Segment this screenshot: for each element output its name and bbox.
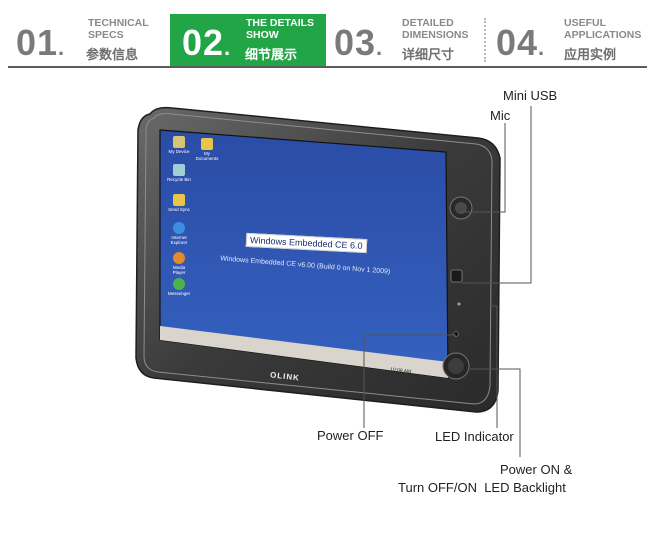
callout-power-on-line2: Turn OFF/ON LED Backlight <box>398 480 566 495</box>
desktop-icon-recycle-bin[interactable]: Recycle Bin <box>166 164 192 182</box>
desktop-icon-messenger[interactable]: Messenger <box>166 278 192 296</box>
icon-label: My Documents <box>195 151 219 161</box>
desktop-icon-send-sync[interactable]: Send Sync <box>166 194 192 212</box>
callout-mini-usb: Mini USB <box>503 88 558 103</box>
callout-power-on-line1: Power ON & <box>500 462 573 477</box>
tab-english-label: DETAILED DIMENSIONS <box>402 17 469 41</box>
tab-technical-specs[interactable]: 01. TECHNICAL SPECS 参数信息 <box>16 14 166 66</box>
desktop-icon-my-documents[interactable]: My Documents <box>194 138 220 161</box>
folder-icon <box>173 194 185 206</box>
desktop-icon-my-device[interactable]: My Device <box>166 136 192 154</box>
messenger-icon <box>173 278 185 290</box>
icon-label: Internet Explorer <box>170 235 188 245</box>
tab-bar: 01. TECHNICAL SPECS 参数信息 02. THE DETAILS… <box>0 0 655 70</box>
icon-label: Send Sync <box>168 207 190 212</box>
tablet-device: My Device My Documents Recycle Bin Send … <box>128 100 518 430</box>
callout-power-off: Power OFF <box>317 428 384 443</box>
tab-separator <box>484 18 486 62</box>
tab-chinese-label: 细节展示 <box>245 48 298 63</box>
tab-bar-underline <box>8 66 647 68</box>
folder-icon <box>201 138 213 150</box>
icon-label: Messenger <box>167 291 191 296</box>
tab-detailed-dimensions[interactable]: 03. DETAILED DIMENSIONS 详细尺寸 <box>334 14 480 66</box>
tab-english-label: USEFUL APPLICATIONS <box>564 17 642 41</box>
internet-explorer-icon <box>173 222 185 234</box>
media-player-icon <box>173 252 185 264</box>
tab-english-label: TECHNICAL SPECS <box>88 17 149 41</box>
tab-number: 02. <box>182 22 232 63</box>
desktop-icon-internet-explorer[interactable]: Internet Explorer <box>166 222 192 245</box>
tab-number: 03. <box>334 22 384 63</box>
tab-chinese-label: 应用实例 <box>564 48 617 63</box>
recycle-bin-icon <box>173 164 185 176</box>
desktop-icon-media-player[interactable]: Media Player <box>166 252 192 275</box>
tab-number: 04. <box>496 22 546 63</box>
tablet-body-graphic <box>135 106 501 413</box>
callout-mic: Mic <box>490 108 511 123</box>
tab-number: 01. <box>16 22 66 63</box>
tab-details-show[interactable]: 02. THE DETAILS SHOW 细节展示 <box>170 14 326 66</box>
tab-useful-applications[interactable]: 04. USEFUL APPLICATIONS 应用实例 <box>496 14 648 66</box>
tab-english-label: THE DETAILS SHOW <box>246 17 315 41</box>
icon-label: My Device <box>168 149 190 154</box>
tab-chinese-label: 参数信息 <box>86 48 139 63</box>
callout-led-indicator: LED Indicator <box>435 429 514 444</box>
computer-icon <box>173 136 185 148</box>
icon-label: Recycle Bin <box>167 177 191 182</box>
tab-chinese-label: 详细尺寸 <box>402 48 455 63</box>
icon-label: Media Player <box>172 265 186 275</box>
